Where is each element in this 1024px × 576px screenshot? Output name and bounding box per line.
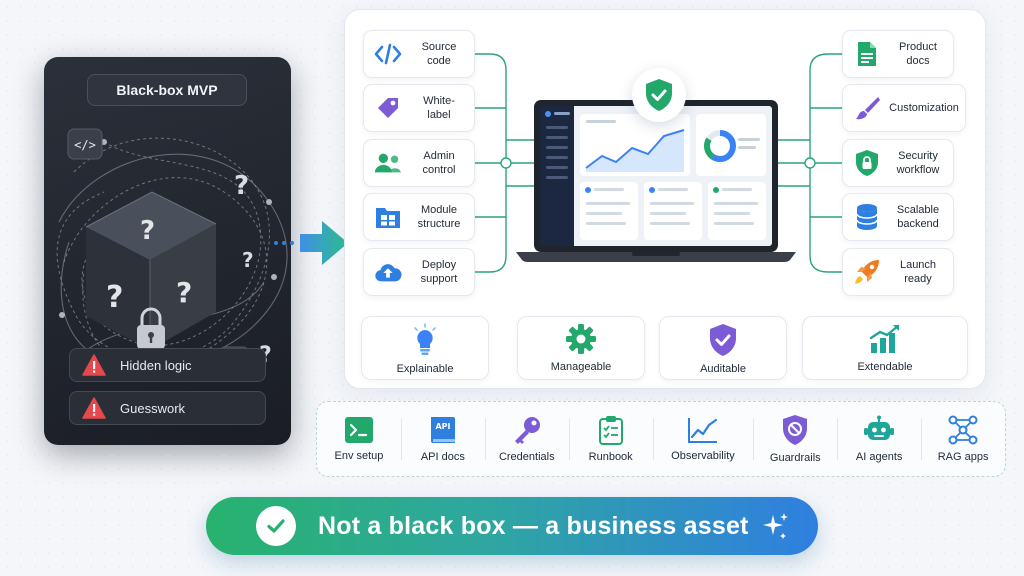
feature-deploy-support: Deploy support bbox=[363, 248, 475, 296]
svg-text:?: ? bbox=[234, 171, 249, 201]
feature-security-workflow: Security workflow bbox=[842, 139, 954, 187]
pillar-label: Explainable bbox=[396, 363, 454, 375]
key-icon bbox=[514, 417, 540, 444]
tool-observability: Observability bbox=[652, 402, 754, 476]
feature-label: Module structure bbox=[417, 204, 461, 230]
shield-check-icon bbox=[710, 324, 736, 356]
feature-label: White- label bbox=[423, 95, 455, 121]
feature-label: Product docs bbox=[899, 41, 937, 67]
shield-lock-icon bbox=[856, 150, 878, 176]
black-box-title: Black-box MVP bbox=[87, 74, 247, 106]
black-box-panel: Black-box MVP </> ? bbox=[44, 57, 291, 445]
brush-icon bbox=[856, 97, 880, 120]
feature-launch-ready: Launch ready bbox=[842, 248, 954, 296]
feature-scalable-backend: Scalable backend bbox=[842, 193, 954, 241]
warning-icon bbox=[82, 354, 106, 376]
tool-guardrails: Guardrails bbox=[753, 402, 837, 476]
pillar-auditable: Auditable bbox=[659, 316, 787, 380]
business-asset-banner: Not a black box — a business asset bbox=[206, 497, 818, 555]
gear-icon bbox=[566, 324, 596, 354]
banner-text: Not a black box — a business asset bbox=[318, 511, 749, 540]
pillar-manageable: Manageable bbox=[517, 316, 645, 380]
locked-cube-icon: ? ? ? bbox=[85, 191, 217, 350]
code-chip-icon: </> bbox=[67, 128, 103, 160]
tool-label: Credentials bbox=[498, 451, 555, 463]
feature-label: Scalable backend bbox=[896, 204, 940, 230]
modules-icon bbox=[376, 208, 400, 228]
tool-label: Env setup bbox=[334, 450, 384, 462]
database-icon bbox=[856, 204, 878, 230]
guesswork-item: Guesswork bbox=[69, 391, 266, 425]
feature-module-structure: Module structure bbox=[363, 193, 475, 241]
tool-ai-agents: AI agents bbox=[837, 402, 921, 476]
feature-label: Deploy support bbox=[420, 259, 458, 285]
feature-label: Security workflow bbox=[896, 150, 940, 176]
black-box-illustration: </> ? ? ? ? ? ? ? bbox=[56, 128, 288, 384]
sparkle-icon bbox=[762, 513, 788, 539]
warning-icon bbox=[82, 397, 106, 419]
feature-label: Source code bbox=[421, 41, 457, 67]
hidden-logic-label: Hidden logic bbox=[120, 357, 192, 373]
cloud-upload-icon bbox=[375, 264, 402, 282]
transition-arrow-icon bbox=[274, 221, 348, 265]
shield-check-icon bbox=[646, 79, 672, 111]
growth-chart-icon bbox=[869, 324, 900, 353]
robot-icon bbox=[864, 415, 895, 440]
check-circle-icon bbox=[256, 506, 296, 546]
terminal-icon bbox=[344, 417, 373, 443]
feature-product-docs: Product docs bbox=[842, 30, 954, 78]
pillar-extendable: Extendable bbox=[802, 316, 968, 380]
feature-customization: Customization bbox=[842, 84, 966, 132]
tool-label: Observability bbox=[671, 450, 735, 462]
tool-label: AI agents bbox=[855, 451, 903, 463]
svg-text:?: ? bbox=[106, 280, 123, 315]
line-chart-icon bbox=[687, 418, 718, 443]
tool-env-setup: Env setup bbox=[317, 402, 401, 476]
pillar-label: Manageable bbox=[550, 361, 612, 373]
svg-text:?: ? bbox=[176, 276, 192, 309]
document-icon bbox=[858, 42, 876, 66]
lightbulb-icon bbox=[414, 323, 436, 355]
feature-label: Admin control bbox=[422, 150, 456, 176]
tool-api-docs: API API docs bbox=[400, 402, 485, 476]
rocket-icon bbox=[855, 260, 879, 284]
svg-text:?: ? bbox=[242, 248, 254, 272]
admin-dashboard-laptop bbox=[516, 100, 796, 262]
tool-label: Guardrails bbox=[769, 452, 821, 464]
feature-white-label: White- label bbox=[363, 84, 475, 132]
pillar-explainable: Explainable bbox=[361, 316, 489, 380]
hidden-logic-item: Hidden logic bbox=[69, 348, 266, 382]
pillar-label: Extendable bbox=[857, 361, 913, 373]
api-docs-icon: API bbox=[430, 417, 455, 443]
users-icon bbox=[374, 153, 402, 173]
tool-label: Runbook bbox=[588, 451, 633, 463]
feature-admin-control: Admin control bbox=[363, 139, 475, 187]
tool-label: API docs bbox=[420, 451, 465, 463]
feature-source-code: Source code bbox=[363, 30, 475, 78]
clipboard-checklist-icon bbox=[598, 416, 623, 445]
shield-block-icon bbox=[783, 415, 808, 445]
tool-label: RAG apps bbox=[937, 451, 989, 463]
svg-text:</>: </> bbox=[74, 138, 96, 152]
feature-label: Customization bbox=[889, 102, 959, 114]
tool-runbook: Runbook bbox=[568, 402, 653, 476]
feature-label: Launch ready bbox=[899, 259, 937, 285]
pillar-label: Auditable bbox=[700, 363, 746, 375]
tag-icon bbox=[378, 98, 398, 118]
guesswork-label: Guesswork bbox=[120, 400, 186, 416]
svg-text:?: ? bbox=[140, 216, 155, 246]
security-shield-badge bbox=[632, 68, 686, 122]
tool-credentials: Credentials bbox=[484, 402, 569, 476]
code-icon bbox=[374, 43, 402, 65]
tools-strip: Env setup API API docs Credentials Runbo… bbox=[316, 401, 1006, 477]
api-badge-text: API bbox=[435, 422, 450, 431]
network-icon bbox=[948, 415, 978, 445]
tool-rag-apps: RAG apps bbox=[921, 402, 1005, 476]
